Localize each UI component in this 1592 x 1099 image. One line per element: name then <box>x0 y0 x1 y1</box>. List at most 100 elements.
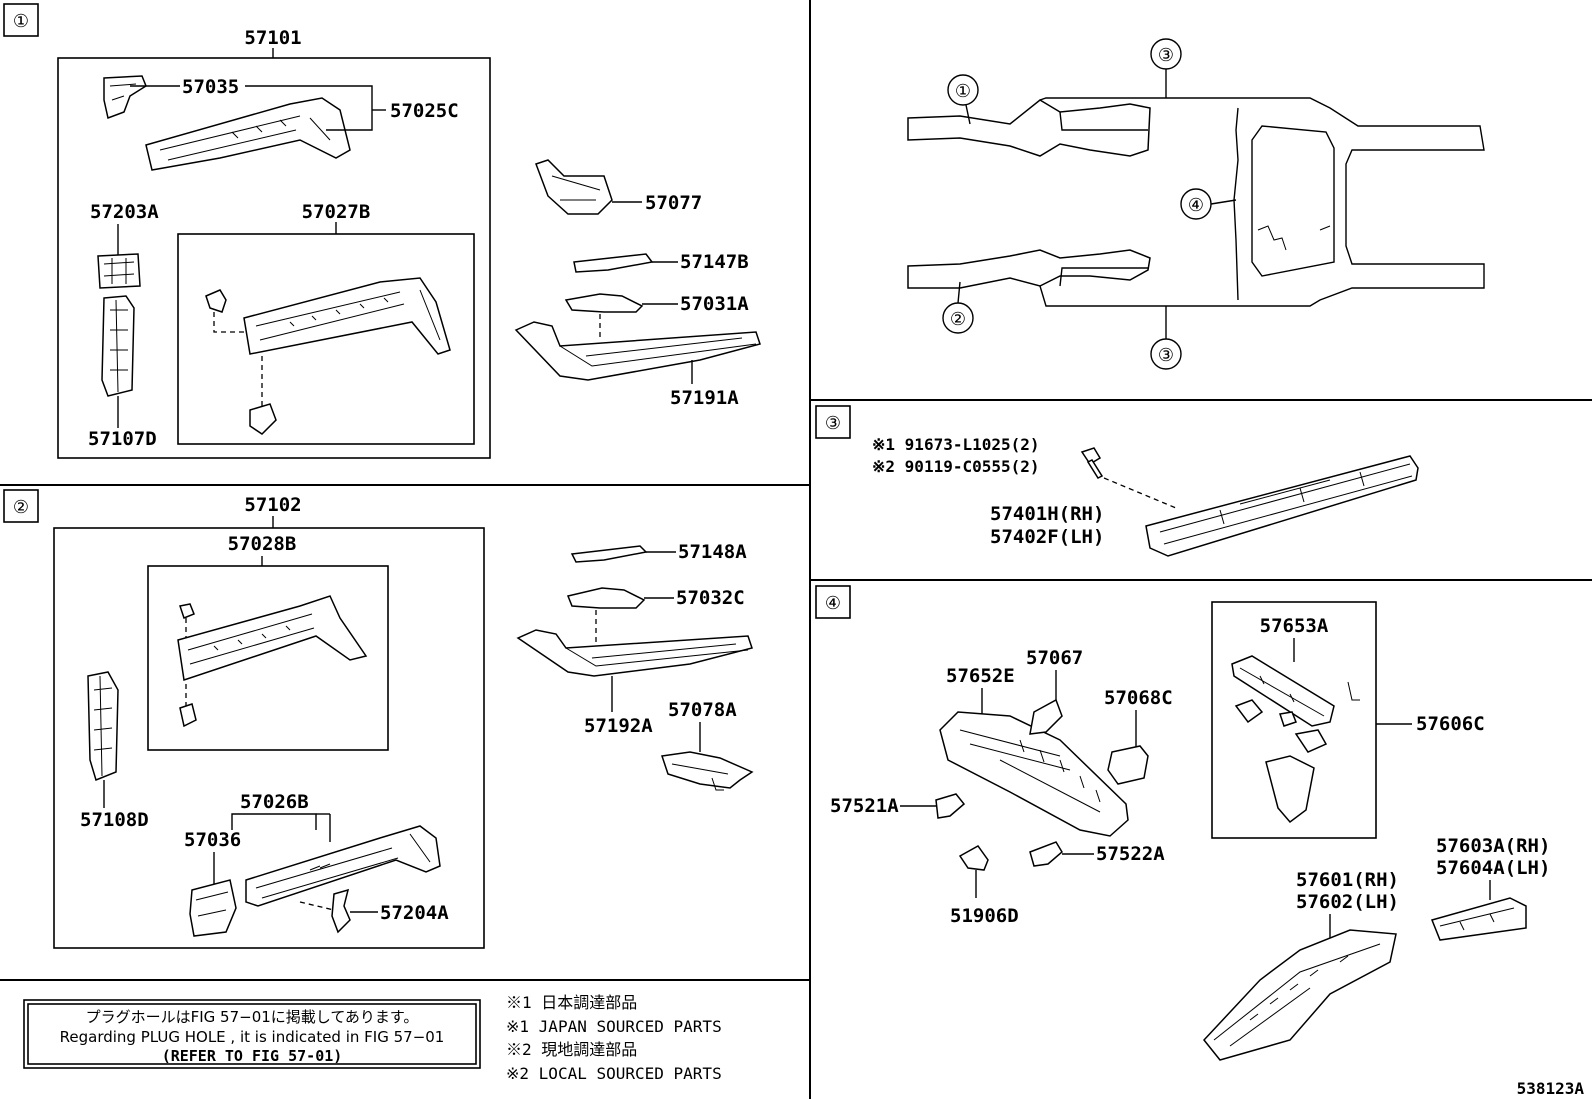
overview-rail-1 <box>907 99 1151 157</box>
part-57068C[interactable] <box>1107 745 1149 785</box>
part-label-57035[interactable]: 57035 <box>182 76 239 98</box>
part-57107D[interactable] <box>101 295 135 397</box>
part-57028B[interactable] <box>177 595 368 681</box>
group-57032C: 57032C <box>566 587 745 648</box>
part-label-57077[interactable]: 57077 <box>645 192 702 214</box>
part-label-57025C[interactable]: 57025C <box>390 100 459 122</box>
part-label-57078A[interactable]: 57078A <box>668 699 737 721</box>
frame-overview: ① ② ③ ③ ④ <box>907 38 1485 370</box>
part-57025C[interactable] <box>145 97 351 171</box>
figure-id: 538123A <box>1517 1079 1585 1098</box>
part-label-57026B[interactable]: 57026B <box>240 791 309 813</box>
part-57108D[interactable] <box>87 671 119 782</box>
section-1-label: ① <box>13 11 29 32</box>
assembly-box-57606C <box>1211 601 1377 839</box>
group-57148A: 57148A <box>570 541 747 563</box>
part-label-57652E[interactable]: 57652E <box>946 665 1015 687</box>
section-1: ① 57101 57035 57025C 57203A 57107D 57027… <box>3 3 491 459</box>
part-label-57521A[interactable]: 57521A <box>830 795 899 817</box>
section-2-badge <box>3 489 39 523</box>
reference-line-1: プラグホールはFIG 57−01に掲載してあります。 <box>86 1008 419 1026</box>
part-label-57606C[interactable]: 57606C <box>1416 713 1485 735</box>
reference-box: プラグホールはFIG 57−01に掲載してあります。 Regarding PLU… <box>23 999 481 1069</box>
part-label-57031A[interactable]: 57031A <box>680 293 749 315</box>
group-57192A: 57192A <box>516 629 753 737</box>
group-57147B: 57147B <box>573 251 749 273</box>
part-label-57107D[interactable]: 57107D <box>88 428 157 450</box>
part-label-57192A[interactable]: 57192A <box>584 715 653 737</box>
part-label-57067[interactable]: 57067 <box>1026 647 1083 669</box>
part-label-51906D[interactable]: 51906D <box>950 905 1019 927</box>
assembly-box-57028B <box>147 565 389 751</box>
part-51906D[interactable] <box>958 845 989 871</box>
reference-line-2: Regarding PLUG HOLE , it is indicated in… <box>60 1028 445 1046</box>
part-57192A[interactable] <box>516 629 753 677</box>
part-57653A[interactable] <box>1231 655 1335 727</box>
part-label-57522A[interactable]: 57522A <box>1096 843 1165 865</box>
overview-callout-3-top: ③ <box>1158 45 1174 66</box>
part-label-57102[interactable]: 57102 <box>244 494 301 516</box>
part-57203A[interactable] <box>97 253 141 289</box>
part-57204A[interactable] <box>331 888 351 934</box>
part-label-57108D[interactable]: 57108D <box>80 809 149 831</box>
part-57031A[interactable] <box>564 293 644 313</box>
bolt-note-1: ※1 91673-L1025(2) <box>872 435 1040 454</box>
part-label-57653A[interactable]: 57653A <box>1260 615 1329 637</box>
part-57521A[interactable] <box>935 793 966 819</box>
group-57191A: 57191A <box>514 321 761 409</box>
part-57036[interactable] <box>189 879 237 937</box>
overview-callout-1: ① <box>955 81 971 102</box>
part-57027B-bracket <box>205 289 227 313</box>
overview-rail-2 <box>907 249 1151 289</box>
part-label-57036[interactable]: 57036 <box>184 829 241 851</box>
part-label-57604A[interactable]: 57604A(LH) <box>1436 857 1550 879</box>
part-57027B[interactable] <box>243 277 451 355</box>
section-2: ② 57102 57028B 57108D 57026B 57036 <box>3 489 485 949</box>
part-57035[interactable] <box>103 75 147 120</box>
section-4-badge <box>815 585 851 619</box>
part-label-57601[interactable]: 57601(RH) <box>1296 869 1399 891</box>
part-label-57191A[interactable]: 57191A <box>670 387 739 409</box>
section-1-badge <box>3 3 39 37</box>
section-4: ④ 57652E 57067 57068C 57521A 51906D 5752… <box>815 585 1550 1061</box>
part-label-57147B[interactable]: 57147B <box>680 251 749 273</box>
reference-line-3: (REFER TO FIG 57-01) <box>162 1047 343 1065</box>
assembly-box-57027B <box>177 233 475 445</box>
legend-line-1: ※1 日本調達部品 <box>506 993 637 1012</box>
part-57603A[interactable] <box>1430 897 1527 941</box>
part-57191A[interactable] <box>514 321 761 381</box>
group-57078A: 57078A <box>661 699 754 791</box>
bolt-note-2: ※2 90119-C0555(2) <box>872 457 1040 476</box>
section-3-badge <box>815 405 851 439</box>
part-label-57068C[interactable]: 57068C <box>1104 687 1173 709</box>
overview-callout-2: ② <box>950 309 966 330</box>
part-57032C[interactable] <box>566 587 646 609</box>
part-57401H-rocker[interactable] <box>1145 455 1419 557</box>
part-label-57204A[interactable]: 57204A <box>380 902 449 924</box>
section-2-label: ② <box>13 497 29 518</box>
part-57148A[interactable] <box>570 545 648 563</box>
part-label-57148A[interactable]: 57148A <box>678 541 747 563</box>
part-57147B[interactable] <box>573 253 654 273</box>
assembly-box-57101 <box>57 57 491 459</box>
part-57027B-plate <box>249 403 277 435</box>
section-3-label: ③ <box>825 413 841 434</box>
part-57067[interactable] <box>1029 698 1063 735</box>
part-label-57603A[interactable]: 57603A(RH) <box>1436 835 1550 857</box>
part-label-57027B[interactable]: 57027B <box>302 201 371 223</box>
part-label-57032C[interactable]: 57032C <box>676 587 745 609</box>
part-57652E[interactable] <box>939 711 1129 837</box>
part-label-57203A[interactable]: 57203A <box>90 201 159 223</box>
section-3: ③ ※1 91673-L1025(2) ※2 90119-C0555(2) 57… <box>815 405 1419 557</box>
part-57028B-bracket <box>179 603 195 619</box>
part-label-57602[interactable]: 57602(LH) <box>1296 891 1399 913</box>
group-57077: 57077 <box>535 159 702 215</box>
part-label-57402F[interactable]: 57402F(LH) <box>990 526 1104 548</box>
part-57077[interactable] <box>535 159 613 215</box>
part-57026B[interactable] <box>245 825 441 907</box>
part-label-57028B[interactable]: 57028B <box>228 533 297 555</box>
part-label-57101[interactable]: 57101 <box>244 27 301 49</box>
part-label-57401H[interactable]: 57401H(RH) <box>990 503 1104 525</box>
part-57522A[interactable] <box>1029 841 1063 867</box>
